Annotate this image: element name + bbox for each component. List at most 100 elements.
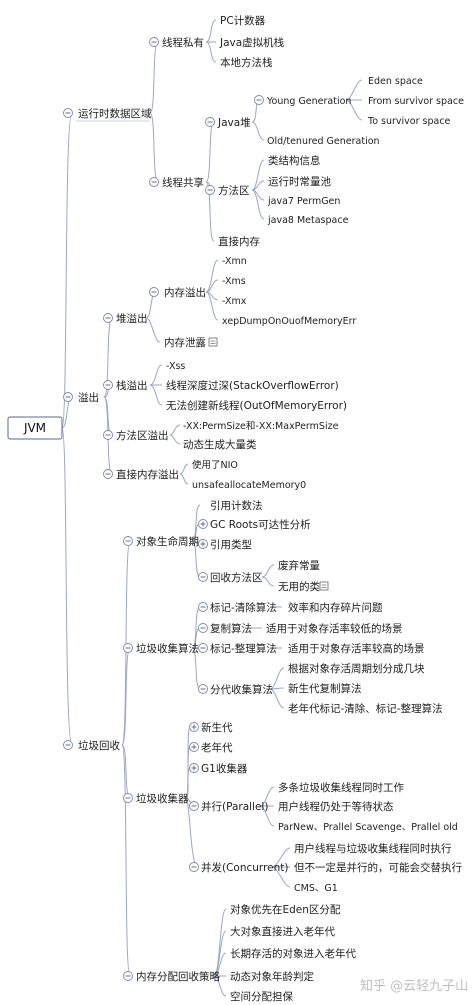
- toggle-object-lifecycle[interactable]: [123, 536, 133, 546]
- node-allocation-item-4: 动态对象年龄判定: [230, 970, 314, 983]
- node-young-collector: 新生代: [201, 721, 233, 734]
- node-old-generation: Old/tenured Generation: [267, 136, 380, 147]
- toggle-copying[interactable]: [198, 623, 208, 633]
- node-copying: 复制算法: [210, 622, 252, 635]
- node-obsolete-constants: 废弃常量: [278, 559, 320, 572]
- node-generational-item-2: 新生代复制算法: [288, 682, 362, 695]
- node-runtime: 运行时数据区域: [78, 107, 152, 120]
- node-allocation-item-1: 对象优先在Eden区分配: [230, 903, 341, 916]
- node-gc-collectors: 垃圾收集器: [136, 792, 189, 805]
- node-direct-memory-overflow: 直接内存溢出: [116, 468, 179, 481]
- node-mark-compact-note: 适用于对象存活率较高的场景: [288, 642, 425, 655]
- toggle-reclaim-method-area[interactable]: [198, 572, 208, 582]
- root-node[interactable]: JVM: [7, 416, 63, 440]
- node-java-heap: Java堆: [217, 117, 251, 129]
- toggle-parallel[interactable]: [189, 801, 199, 811]
- toggle-oom[interactable]: [149, 287, 159, 297]
- node-from-survivor: From survivor space: [368, 96, 464, 107]
- toggle-stack-overflow[interactable]: [103, 380, 113, 390]
- node-object-lifecycle: 对象生命周期: [136, 535, 199, 548]
- toggle-thread-private[interactable]: [149, 37, 159, 47]
- expand-reference-types[interactable]: [198, 539, 208, 549]
- node-memory-overflow: 内存溢出: [164, 286, 206, 299]
- toggle-concurrent[interactable]: [189, 862, 199, 872]
- node-useless-classes: 无用的类: [278, 580, 320, 593]
- node-parallel-item-1: 多条垃圾收集线程同时工作: [278, 781, 404, 794]
- node-outofmemoryerror: 无法创建新线程(OutOfMemoryError): [166, 399, 347, 412]
- node-concurrent-item-1: 用户线程与垃圾收集线程同时执行: [294, 842, 452, 855]
- node-allocation-strategy: 内存分配回收策略: [136, 970, 220, 983]
- note-icon[interactable]: [208, 337, 218, 347]
- node-class-info: 类结构信息: [268, 154, 321, 167]
- toggle-direct-overflow[interactable]: [103, 469, 113, 479]
- node-nio: 使用了NIO: [192, 459, 238, 471]
- node-mark-sweep-note: 效率和内存碎片问题: [288, 601, 383, 614]
- expand-gc-roots[interactable]: [198, 519, 208, 529]
- toggle-mark-compact[interactable]: [198, 643, 208, 653]
- toggle-runtime[interactable]: [63, 108, 73, 118]
- node-generational-item-1: 根据对象存活周期划分成几块: [288, 662, 425, 675]
- node-reference-counting: 引用计数法: [210, 499, 263, 512]
- node-permsize: -XX:PermSize和-XX:MaxPermSize: [183, 421, 339, 432]
- watermark: 知乎 @云轻九子山: [360, 978, 468, 994]
- node-stackoverflowerror: 线程深度过深(StackOverflowError): [166, 379, 339, 392]
- node-gc-algorithms: 垃圾收集算法: [136, 642, 199, 655]
- node-native-method-stack: 本地方法栈: [220, 56, 273, 69]
- expand-g1-collector[interactable]: [189, 763, 199, 773]
- node-pc-counter: PC计数器: [220, 14, 266, 27]
- node-stack-overflow: 栈溢出: [116, 379, 148, 392]
- node-runtime-constant-pool: 运行时常量池: [268, 175, 331, 188]
- node-concurrent-item-3: CMS、G1: [294, 883, 338, 894]
- node-generational-item-3: 老年代标记-清除、标记-整理算法: [288, 702, 443, 715]
- node-young-generation: Young Generation: [266, 96, 351, 107]
- node-xss: -Xss: [166, 361, 185, 372]
- node-heap-dump-oom: xepDumpOnOuofMemoryErr: [222, 316, 356, 327]
- node-generational: 分代收集算法: [210, 683, 273, 696]
- node-dynamic-classes: 动态生成大量类: [183, 438, 257, 451]
- node-parallel: 并行(Parallel): [201, 800, 268, 813]
- node-java7-permgen: java7 PermGen: [267, 196, 340, 207]
- node-to-survivor: To survivor space: [367, 116, 451, 127]
- node-gc-roots: GC Roots可达性分析: [210, 518, 311, 531]
- toggle-thread-shared[interactable]: [149, 177, 159, 187]
- node-copying-note: 适用于对象存活率较低的场景: [266, 622, 403, 635]
- toggle-young-generation[interactable]: [254, 95, 264, 105]
- node-concurrent: 并发(Concurrent): [201, 861, 288, 874]
- toggle-gc[interactable]: [63, 740, 73, 750]
- toggle-method-overflow[interactable]: [103, 430, 113, 440]
- expand-old-collector[interactable]: [189, 742, 199, 752]
- node-allocation-item-3: 长期存活的对象进入老年代: [230, 947, 356, 960]
- toggle-allocation[interactable]: [123, 971, 133, 981]
- toggle-gc-collectors[interactable]: [123, 793, 133, 803]
- node-g1-collector: G1收集器: [201, 762, 248, 775]
- node-allocation-item-2: 大对象直接进入老年代: [230, 925, 335, 938]
- node-gc: 垃圾回收: [78, 739, 120, 752]
- node-parallel-item-2: 用户线程仍处于等待状态: [278, 800, 394, 813]
- node-allocation-item-5: 空间分配担保: [230, 990, 293, 1003]
- note-icon[interactable]: [319, 581, 329, 591]
- toggle-heap-overflow[interactable]: [103, 313, 113, 323]
- node-xmx: -Xmx: [222, 296, 247, 307]
- expand-young-collector[interactable]: [189, 722, 199, 732]
- toggle-overflow[interactable]: [63, 392, 73, 402]
- node-thread-shared: 线程共享: [162, 176, 204, 189]
- node-overflow: 溢出: [78, 391, 99, 404]
- node-reference-types: 引用类型: [210, 538, 252, 551]
- toggle-java-heap[interactable]: [205, 117, 215, 127]
- toggle-gc-algorithms[interactable]: [123, 643, 133, 653]
- root-label: JVM: [23, 421, 46, 435]
- node-java-vm-stack: Java虚拟机栈: [219, 36, 285, 49]
- node-memory-leak: 内存泄露: [164, 336, 206, 349]
- toggle-method-area[interactable]: [205, 185, 215, 195]
- toggle-generational[interactable]: [198, 684, 208, 694]
- node-thread-private: 线程私有: [162, 36, 204, 49]
- node-method-area: 方法区: [218, 184, 250, 197]
- node-reclaim-method-area: 回收方法区: [210, 571, 263, 584]
- node-direct-memory: 直接内存: [218, 235, 260, 248]
- toggle-mark-sweep[interactable]: [198, 602, 208, 612]
- node-java8-metaspace: java8 Metaspace: [267, 215, 349, 226]
- node-method-area-overflow: 方法区溢出: [116, 429, 169, 442]
- node-parallel-item-3: ParNew、Prallel Scavenge、Prallel old: [278, 822, 458, 833]
- node-xmn: -Xmn: [222, 256, 247, 267]
